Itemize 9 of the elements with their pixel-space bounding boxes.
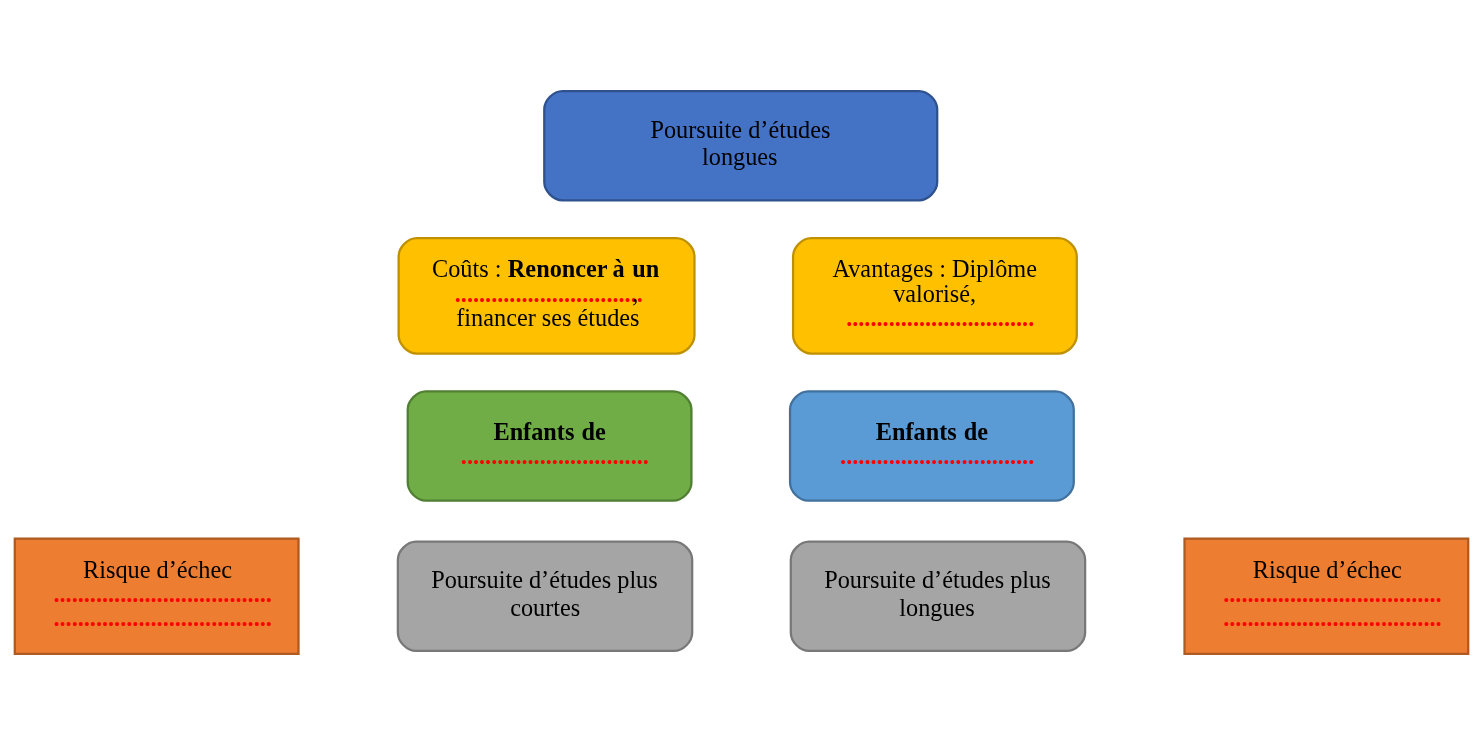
node-box: Risque d’échec .................................... ....................................	[13, 537, 300, 656]
node-box: Enfants de ................................	[788, 390, 1075, 502]
node-box: Poursuite d’études plus longues	[789, 540, 1087, 653]
node-box: Poursuite d’études plus courtes	[396, 540, 694, 653]
node-box: Poursuite d’études longues	[543, 89, 939, 202]
node-box: Coûts : Renoncer à un ..............................., financer ses études	[397, 237, 696, 355]
node-box: Avantages : Diplôme valorisé, ...............................	[791, 237, 1078, 355]
node-box: Risque d’échec .................................... ....................................	[1183, 537, 1470, 656]
node-box: Enfants de ...............................	[406, 390, 693, 502]
